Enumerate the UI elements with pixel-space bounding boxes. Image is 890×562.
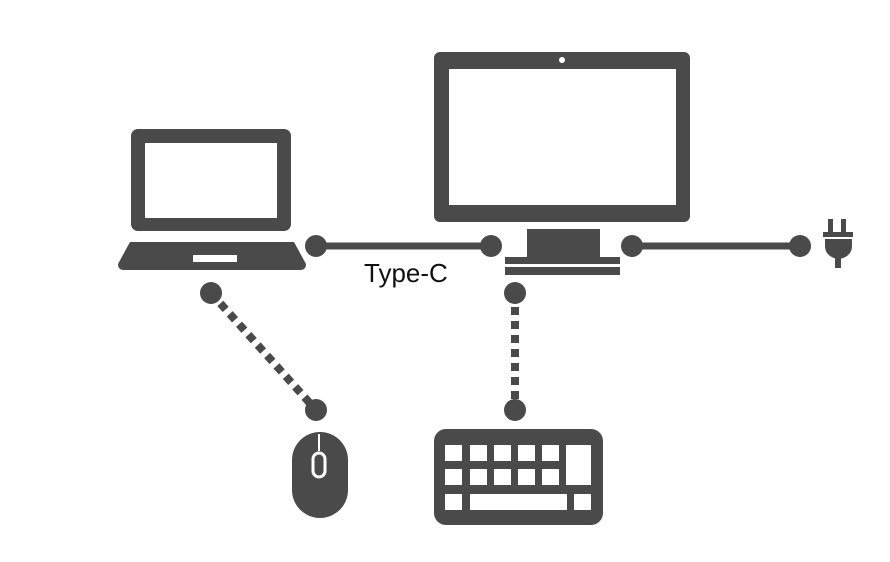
monitor-icon	[434, 52, 690, 275]
port-dot	[621, 235, 643, 257]
port-dot	[480, 235, 502, 257]
edge-monitor-power	[621, 235, 811, 257]
port-dot	[504, 282, 526, 304]
keyboard-icon	[434, 429, 603, 525]
power-plug-icon	[823, 219, 853, 268]
mouse-icon	[292, 432, 348, 518]
port-dot	[305, 235, 327, 257]
edge-monitor-keyboard	[504, 282, 526, 421]
port-dot	[504, 399, 526, 421]
edge-laptop-monitor	[305, 235, 502, 257]
port-dot	[789, 235, 811, 257]
port-dot	[200, 282, 222, 304]
connection-label: Type-C	[364, 258, 448, 288]
laptop-icon	[118, 129, 306, 270]
port-dot	[305, 399, 327, 421]
edge-laptop-mouse	[200, 282, 327, 421]
